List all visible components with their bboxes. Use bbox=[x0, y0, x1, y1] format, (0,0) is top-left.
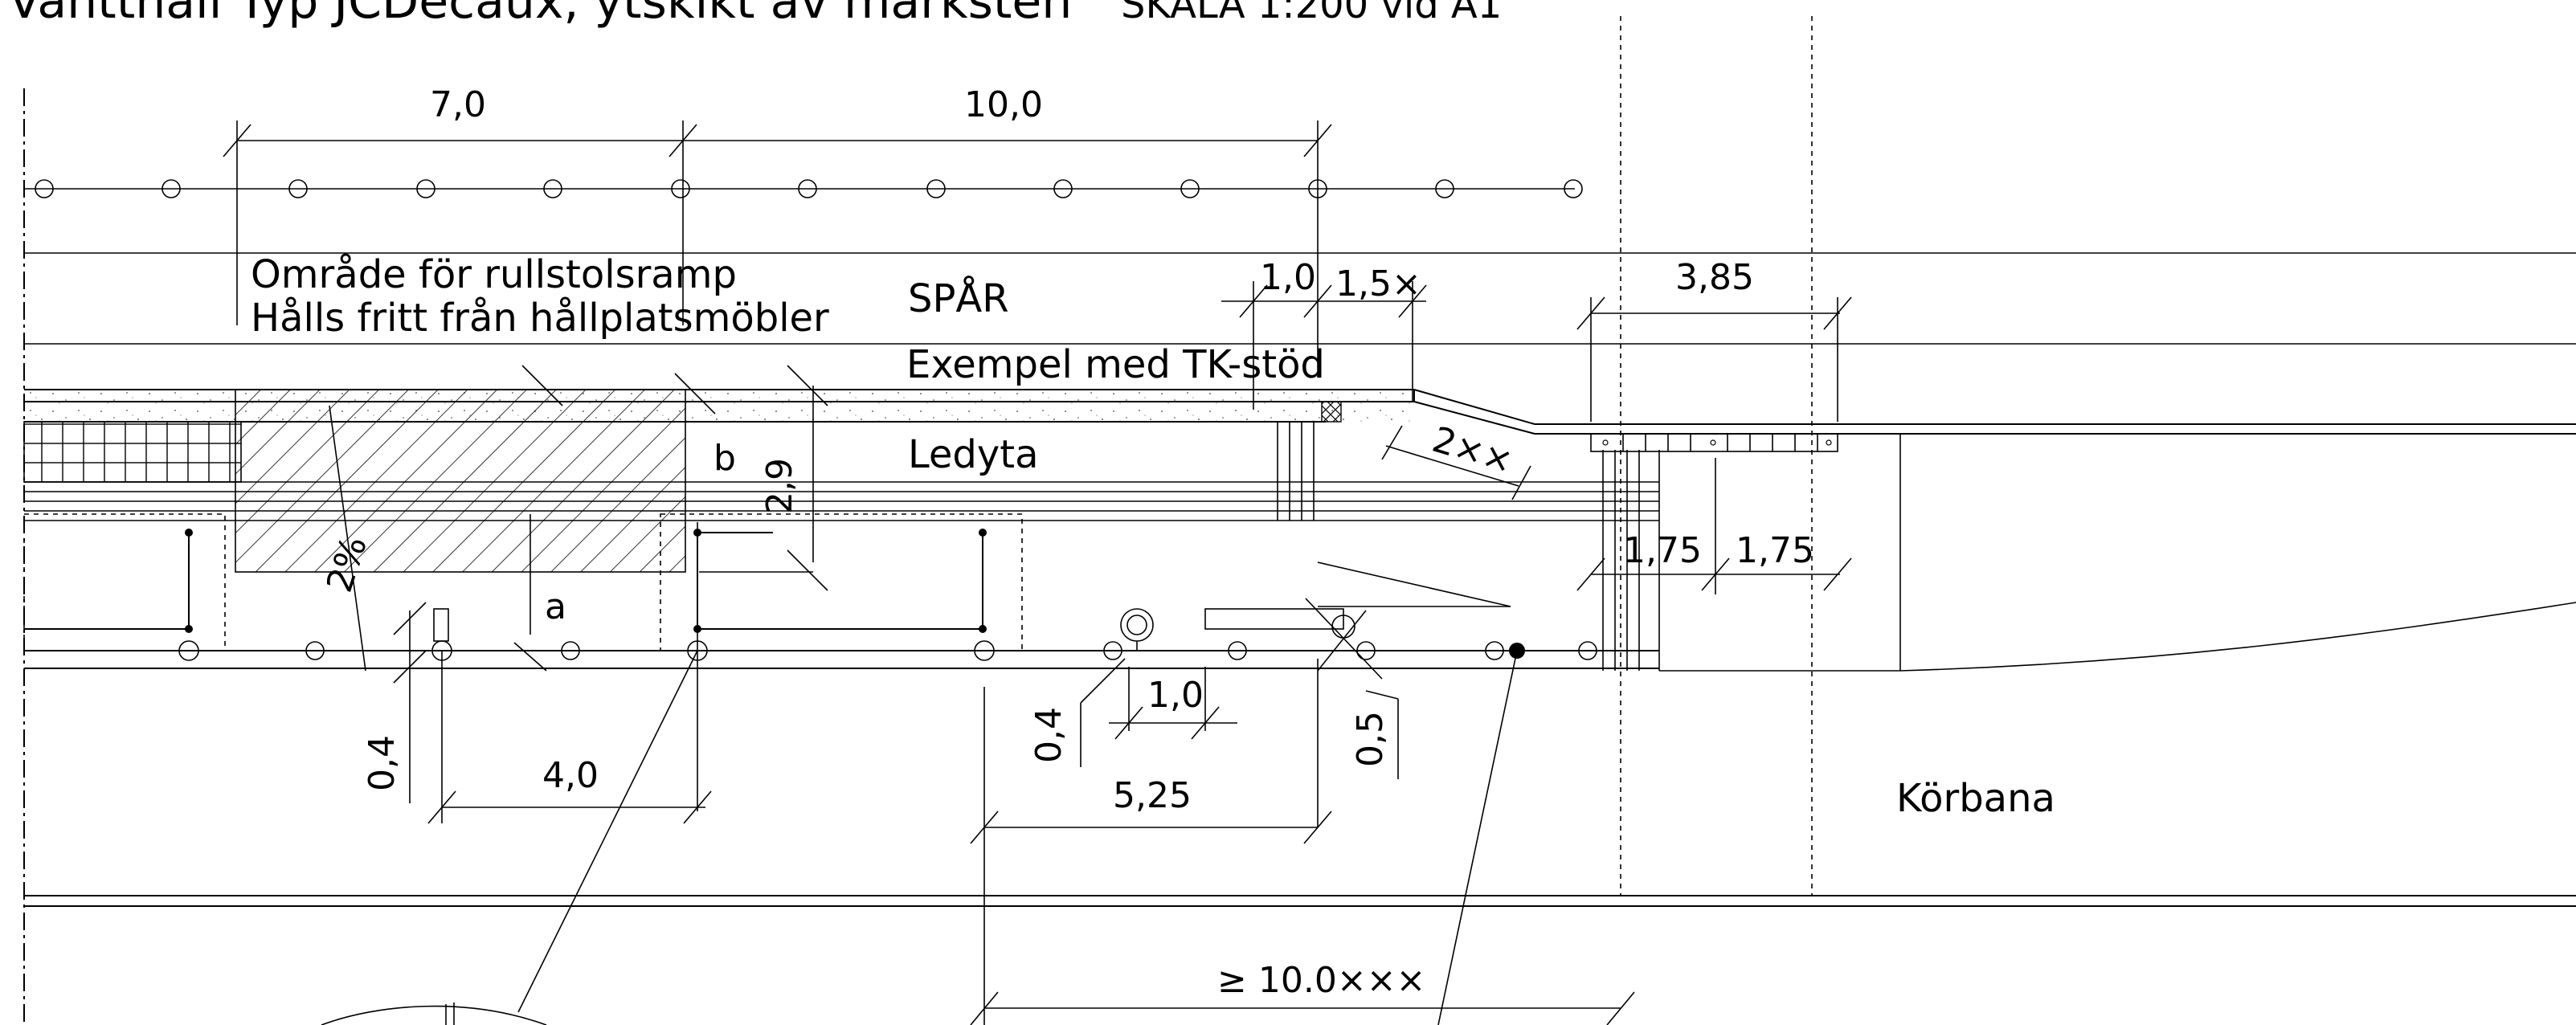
dim-7-0: 7,0 bbox=[430, 84, 486, 125]
detail-callout bbox=[321, 650, 698, 1025]
mark-a: a bbox=[545, 586, 566, 627]
drawing-scale: SKALA 1:200 vid A1 bbox=[1121, 0, 1502, 27]
dim-1-75-b: 1,75 bbox=[1736, 530, 1814, 571]
dim-2xx-lines bbox=[1381, 425, 1531, 500]
dim-1-0-top: 1,0 bbox=[1260, 257, 1316, 298]
guide-surface-lines bbox=[24, 422, 1660, 671]
guide-surface-label: Ledyta bbox=[908, 432, 1039, 477]
paver-strip bbox=[23, 421, 242, 483]
tapered-marking bbox=[1317, 562, 1511, 607]
dim-3-85: 3,85 bbox=[1675, 257, 1754, 298]
dim-1-75-a: 1,75 bbox=[1623, 530, 1702, 571]
sign-post bbox=[433, 608, 449, 642]
curb-line bbox=[24, 650, 1900, 672]
track-label: SPÅR bbox=[908, 276, 1009, 321]
mark-b: b bbox=[714, 438, 736, 479]
drawing-title: Väntthall Typ JCDecaux, ytskikt av marks… bbox=[8, 0, 1072, 30]
dimension-marks-top bbox=[1221, 281, 1852, 422]
ticket-machine bbox=[1305, 598, 1383, 680]
top-dimension-lines bbox=[223, 120, 1332, 378]
dim-lower-left-lines bbox=[393, 602, 712, 824]
dim-1-0-mid: 1,0 bbox=[1147, 675, 1204, 716]
ramp-area-label-line1: Område för rullstolsramp bbox=[251, 252, 737, 297]
overhead-line bbox=[24, 179, 1583, 198]
dim-1-75-lines bbox=[1576, 458, 1852, 594]
dim-1-5: 1,5× bbox=[1335, 263, 1421, 304]
roadway-label: Körbana bbox=[1896, 776, 2055, 821]
dim-4-0: 4,0 bbox=[542, 755, 599, 796]
dim-0-4-left: 0,4 bbox=[362, 735, 403, 791]
tk-example-label: Exempel med TK-stöd bbox=[906, 342, 1325, 387]
dim-10-0: 10,0 bbox=[964, 84, 1043, 125]
dim-min-10-lines bbox=[970, 650, 1635, 1025]
dim-2-9-lines bbox=[521, 365, 828, 591]
dim-5-25: 5,25 bbox=[1113, 775, 1192, 816]
shelter-right bbox=[660, 513, 1023, 651]
shelter-left bbox=[23, 513, 226, 651]
bench bbox=[1204, 608, 1344, 630]
dim-2-9: 2,9 bbox=[759, 458, 800, 514]
dim-lower-mid-lines bbox=[970, 658, 1399, 1025]
track-lines bbox=[24, 252, 2576, 345]
right-stop-module bbox=[1590, 433, 2576, 672]
ramp-area-label-line2: Hålls fritt från hållplatsmöbler bbox=[251, 296, 829, 341]
info-pole bbox=[1120, 608, 1154, 651]
slope-mark-lines bbox=[329, 405, 698, 811]
wheelchair-ramp-area bbox=[235, 389, 686, 573]
dim-0-5: 0,5 bbox=[1350, 711, 1391, 767]
road-lines bbox=[24, 895, 2576, 907]
dim-0-4-mid: 0,4 bbox=[1028, 707, 1069, 763]
dim-min-10: ≥ 10.0××× bbox=[1217, 960, 1425, 1001]
